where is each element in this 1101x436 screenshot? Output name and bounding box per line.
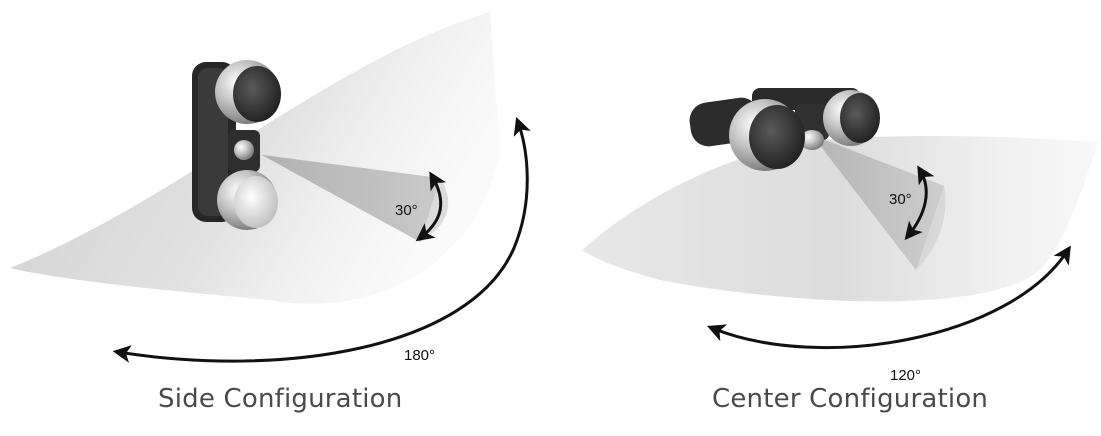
narrow-angle-label: 30°: [395, 202, 418, 219]
side-configuration-caption: Side Configuration: [158, 384, 403, 414]
dual-head-sensor-light-icon: [689, 88, 880, 171]
wide-angle-double-arrow-icon: [112, 116, 531, 363]
wide-angle-label: 120°: [890, 367, 921, 384]
center-configuration-caption: Center Configuration: [712, 384, 989, 414]
side-configuration-diagram: 30° 180°: [10, 12, 531, 364]
narrow-angle-double-arrow-icon: [415, 171, 447, 242]
center-configuration-diagram: 30° 120°: [582, 88, 1098, 384]
wide-angle-label: 180°: [404, 347, 435, 364]
narrow-angle-double-arrow-icon: [904, 165, 935, 241]
narrow-angle-label: 30°: [889, 191, 912, 208]
wide-angle-double-arrow-icon: [706, 245, 1071, 350]
